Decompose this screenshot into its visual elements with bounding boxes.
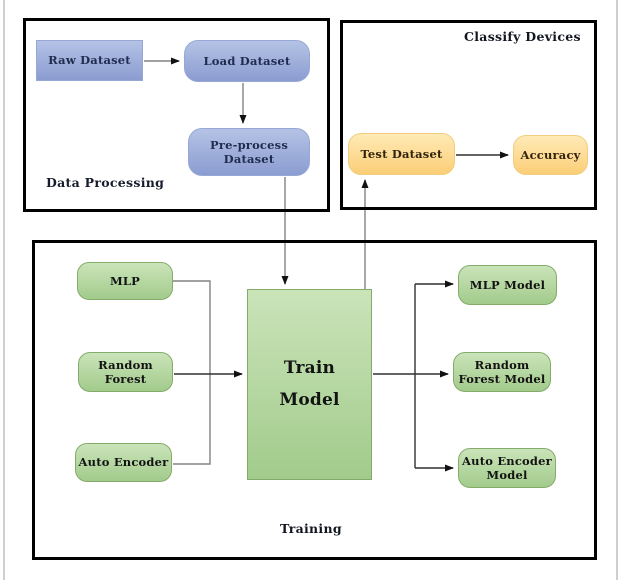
- load-dataset-node: Load Dataset: [184, 40, 310, 82]
- random-forest-node: Random Forest: [78, 352, 173, 392]
- auto-encoder-model-node: Auto Encoder Model: [458, 448, 556, 488]
- accuracy-node: Accuracy: [513, 135, 588, 175]
- page-edge-left: [3, 0, 5, 580]
- page-edge-right: [616, 0, 618, 580]
- auto-encoder-node: Auto Encoder: [75, 443, 172, 482]
- mlp-node: MLP: [77, 262, 173, 300]
- preprocess-dataset-node: Pre-process Dataset: [188, 128, 310, 176]
- connector-train-output-trunk: [373, 284, 416, 468]
- raw-dataset-node: Raw Dataset: [36, 40, 143, 81]
- train-model-node: Train Model: [247, 289, 372, 480]
- mlp-model-node: MLP Model: [458, 265, 557, 305]
- classify-devices-label: Classify Devices: [464, 29, 581, 44]
- training-label: Training: [280, 521, 342, 536]
- data-processing-label: Data Processing: [46, 175, 165, 190]
- random-forest-model-node: Random Forest Model: [453, 352, 551, 392]
- test-dataset-node: Test Dataset: [348, 133, 455, 175]
- connector-mlp-autoencoder-bracket: [173, 280, 211, 465]
